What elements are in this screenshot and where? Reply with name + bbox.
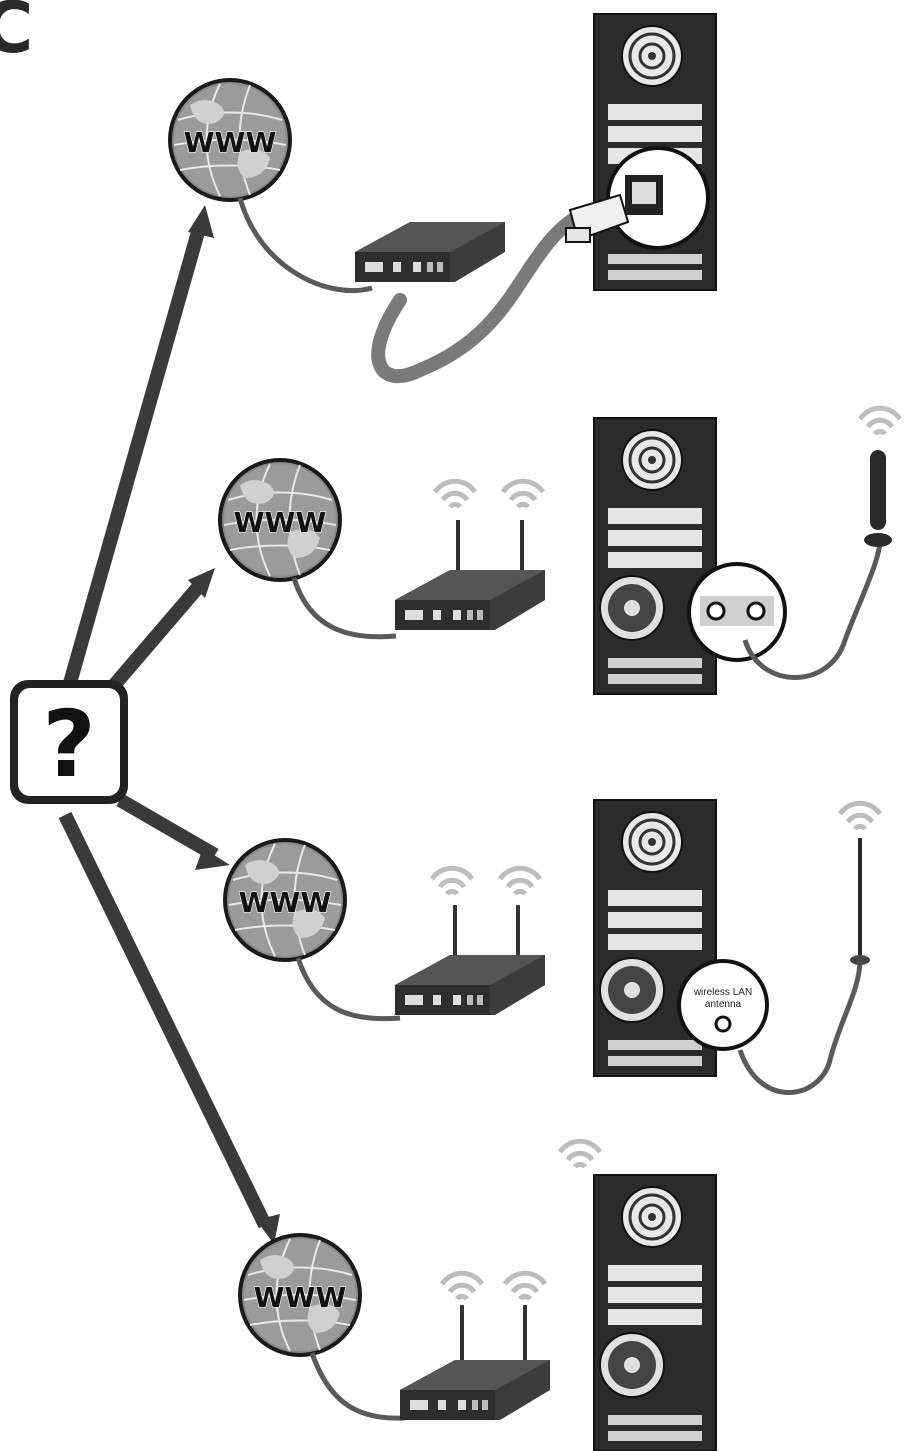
wifi-waves-icon — [503, 481, 543, 507]
internet-globe-icon: WWW — [168, 78, 292, 202]
question-mark: ? — [42, 691, 95, 798]
wireless-lan-label: wireless LAN — [693, 987, 752, 998]
wireless-lan-port-callout: wireless LAN antenna — [677, 959, 769, 1051]
scenario-wireless-lan-antenna-port: WWW wireless LAN antenna — [223, 798, 880, 1095]
arrows — [58, 205, 280, 1244]
wifi-waves-icon — [840, 803, 880, 829]
svg-text:WWW: WWW — [234, 506, 327, 539]
router-icon — [395, 955, 545, 1015]
wifi-waves-icon — [432, 868, 472, 894]
svg-text:WWW: WWW — [239, 886, 332, 919]
wifi-waves-icon — [860, 408, 900, 434]
desktop-tower-icon — [592, 1173, 718, 1451]
router-icon — [355, 222, 505, 282]
scenario-wired-ethernet: WWW — [168, 12, 718, 384]
svg-text:WWW: WWW — [254, 1281, 347, 1314]
router-icon — [400, 1360, 550, 1420]
internet-globe-icon: WWW — [223, 838, 347, 962]
ethernet-plug-icon — [565, 193, 630, 243]
external-antenna-icon — [864, 450, 892, 547]
desktop-tower-icon — [592, 416, 718, 696]
internet-globe-icon: WWW — [218, 458, 342, 582]
ethernet-port-callout — [606, 146, 710, 250]
page-edge-glyph: C — [0, 0, 33, 69]
antenna-label: antenna — [705, 999, 742, 1010]
scenario-wireless-card-antenna: WWW — [218, 408, 900, 696]
internet-globe-icon: WWW — [238, 1233, 362, 1357]
wifi-waves-icon — [435, 481, 475, 507]
antenna-connector-callout — [687, 562, 787, 662]
wifi-waves-icon — [505, 1273, 545, 1299]
router-icon — [395, 570, 545, 630]
wifi-waves-icon — [442, 1273, 482, 1299]
svg-text:WWW: WWW — [184, 126, 277, 159]
question-box: ? — [10, 680, 128, 804]
scenario-built-in-wireless: WWW — [238, 1141, 718, 1451]
wifi-waves-icon — [500, 868, 540, 894]
wifi-waves-icon — [560, 1141, 600, 1167]
whip-antenna-icon — [850, 838, 870, 965]
